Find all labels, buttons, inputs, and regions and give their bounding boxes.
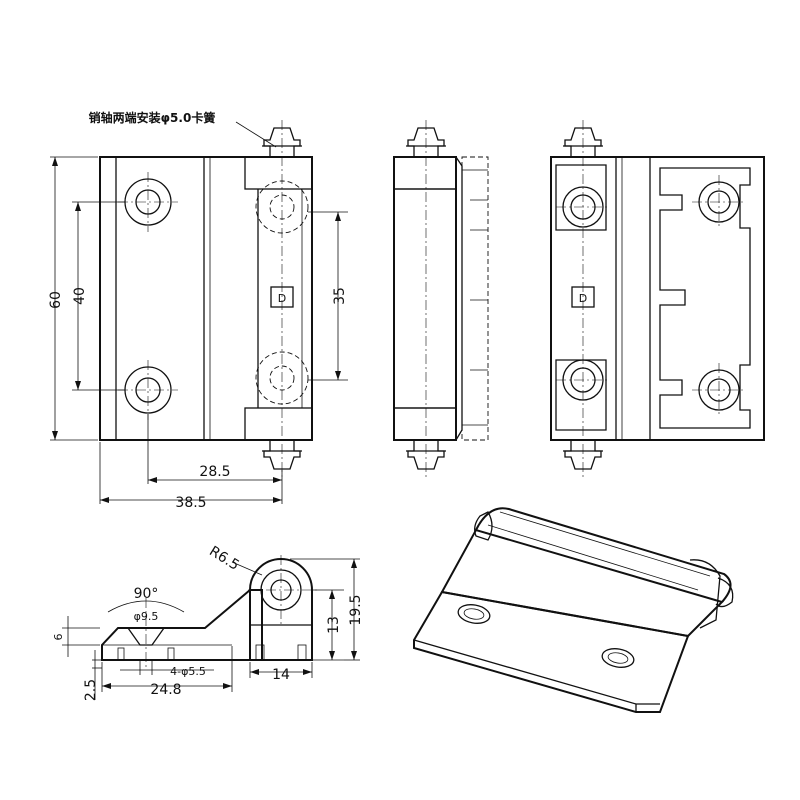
latch-mark: D [278,292,286,305]
rear-hole-bottom [692,363,746,417]
mount-hole-bottom [118,360,178,420]
dim-side-width: 24.8 [150,682,181,698]
dim-pin-span: 35 [332,287,348,305]
dim-width-total: 38.5 [175,495,206,511]
dim-hole-pitch: 40 [72,287,88,305]
dim-angle: 90° [134,586,159,602]
dim-knuckle-height: 13 [326,616,342,634]
bracket-outline [659,167,751,429]
front-view: D 60 40 35 28.5 38.5 销轴两端安装φ5.0卡簧 [48,110,348,511]
iso-hole-right [601,648,635,668]
dim-height-total: 60 [48,291,64,309]
rear-latch-mark: D [579,292,587,305]
rear-hole-top [692,175,746,229]
rear-view: D [550,120,765,478]
dim-hole-offset: 28.5 [199,464,230,480]
rear-latch-box [571,286,595,308]
dim-countersink: φ9.5 [134,610,159,623]
isometric-view [413,507,734,713]
dim-plate-thickness: 6 [52,634,65,641]
dim-knuckle-width: 14 [272,667,290,683]
iso-hole-left [457,604,491,624]
knuckle-end [248,555,318,661]
dim-radius: R6.5 [206,543,242,574]
dim-knuckle-total: 19.5 [348,594,364,625]
side-view [393,120,489,478]
dim-hole-spec: 4-φ5.5 [170,665,206,678]
dim-base-thickness: 2.5 [83,679,99,701]
end-view: 90° φ9.5 R6.5 6 2.5 4 [52,543,364,701]
install-note: 销轴两端安装φ5.0卡簧 [89,110,216,125]
mount-hole-top [118,172,178,232]
latch-box [270,286,294,308]
